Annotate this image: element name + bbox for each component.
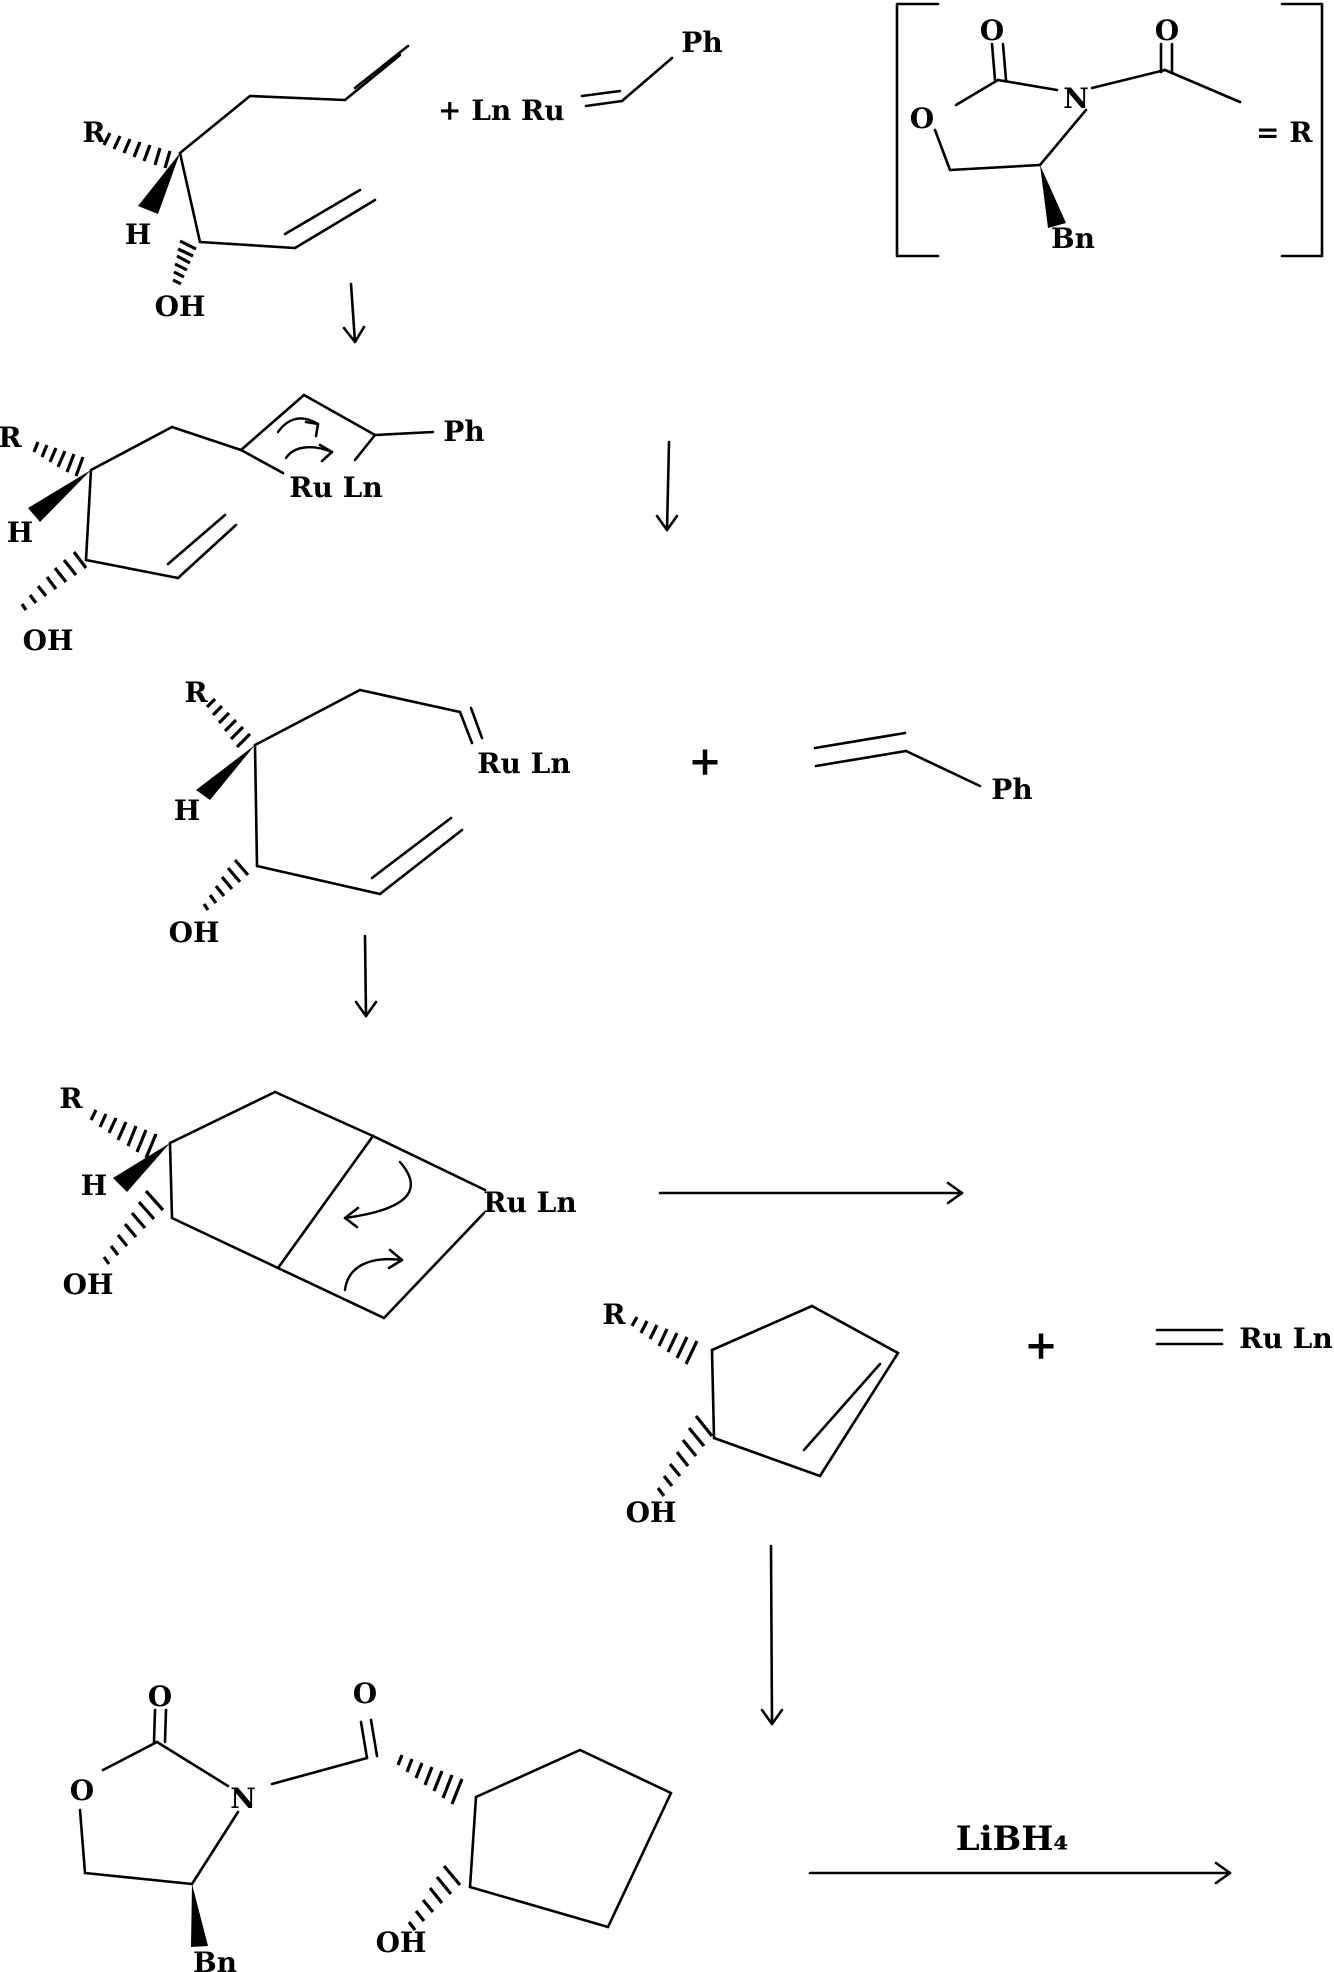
step3-oh-label: OH	[169, 916, 220, 949]
r-hash-bond	[102, 132, 172, 169]
curly-arrow-top	[276, 417, 320, 434]
curly-arrow-bottom	[343, 1257, 404, 1292]
ru-methylidene-byproduct: Ru Ln	[1155, 1322, 1333, 1355]
carbonyl-hash-bond	[396, 1754, 464, 1805]
step4-oh-label: OH	[63, 1268, 114, 1301]
ru-alkylidene-intermediate: R H OH Ru Ln	[169, 676, 571, 949]
cyclopentyl-oxazolidinone-product: O O N O Bn OH	[70, 1677, 673, 1972]
r-def-ring-o: O	[910, 102, 934, 135]
oxazolidinone-ring	[933, 42, 1242, 228]
curly-arrow-top	[343, 1160, 413, 1220]
bn-wedge-bond	[1040, 165, 1066, 228]
step3-ru-ln-label: Ru Ln	[477, 747, 570, 780]
reagent-label: LiBH₄	[956, 1819, 1069, 1859]
step6-oh-label: OH	[376, 1926, 427, 1959]
step2-ph-label: Ph	[443, 415, 484, 448]
step5-oh-label: OH	[626, 1496, 677, 1529]
step1-r-label: R	[82, 116, 106, 149]
ru-benzylidene-catalyst: + Ln Ru Ph	[438, 26, 723, 127]
step3-r-label: R	[184, 676, 208, 709]
cyclopentenol-product: R OH	[602, 1298, 900, 1529]
h-wedge-bond	[113, 1143, 170, 1192]
step2-r-label: R	[0, 421, 22, 454]
step6-carbonyl-o-acyl-label: O	[353, 1677, 377, 1710]
h-wedge-bond	[28, 470, 91, 522]
step2-ru-ln-label: Ru Ln	[289, 471, 382, 504]
step3-plus-sign: +	[688, 738, 722, 785]
step4-h-label: H	[81, 1169, 107, 1202]
step6-bn-label: Bn	[193, 1946, 237, 1972]
arrow-step2	[655, 440, 679, 532]
r-hash-bond	[205, 697, 252, 749]
catalyst-prefix-label: + Ln Ru	[438, 94, 565, 127]
h-wedge-bond	[196, 745, 255, 800]
dienol-substrate: R H OH	[82, 44, 410, 323]
arrow-step6-reduction: LiBH₄	[808, 1819, 1232, 1885]
oh-hash-bond	[407, 1864, 462, 1931]
r-hash-bond	[32, 441, 85, 477]
catalyst-ph-label: Ph	[681, 26, 722, 59]
arrow-step1	[342, 282, 366, 344]
step4-ru-ln-label: Ru Ln	[483, 1186, 576, 1219]
oh-hash-bond	[102, 1189, 165, 1265]
right-bracket	[1280, 2, 1324, 258]
h-wedge-bond	[138, 153, 180, 214]
r-hash-bond	[630, 1316, 699, 1365]
step5-plus-sign: +	[1024, 1322, 1058, 1369]
step5-ru-ln-label: Ru Ln	[1239, 1322, 1332, 1355]
oh-hash-bond	[202, 858, 250, 911]
step4-r-label: R	[59, 1082, 83, 1115]
r-def-equals-r: = R	[1256, 116, 1313, 149]
r-group-definition: O O O N Bn = R	[895, 2, 1324, 258]
r-def-carbonyl-o-ring: O	[980, 14, 1004, 47]
step6-ring-o-label: O	[70, 1774, 94, 1807]
step2-h-label: H	[7, 516, 33, 549]
metallacyclobutane-intermediate: R H OH Ph Ru Ln	[0, 393, 485, 657]
step2-oh-label: OH	[23, 624, 74, 657]
oh-hash-bond	[172, 239, 197, 286]
arrow-step3	[354, 934, 378, 1018]
r-def-bn: Bn	[1051, 222, 1095, 255]
arrow-step4	[658, 1181, 964, 1205]
styrene-byproduct: Ph	[813, 731, 1033, 806]
step1-h-label: H	[125, 218, 151, 251]
r-def-carbonyl-o-acyl: O	[1155, 14, 1179, 47]
step6-nitrogen-label: N	[230, 1782, 256, 1815]
step6-carbonyl-o-ring-label: O	[148, 1680, 172, 1713]
bicyclic-metallacycle-intermediate: R H OH Ru Ln	[59, 1082, 577, 1320]
arrow-step5	[760, 1544, 784, 1726]
bn-wedge-bond	[191, 1884, 208, 1947]
step5-r-label: R	[602, 1298, 626, 1331]
step3-h-label: H	[174, 794, 200, 827]
step1-oh-label: OH	[155, 290, 206, 323]
oh-hash-bond	[20, 551, 88, 611]
r-hash-bond	[89, 1109, 158, 1159]
r-def-nitrogen: N	[1063, 82, 1089, 115]
oh-hash-bond	[656, 1415, 714, 1497]
left-bracket	[895, 2, 940, 258]
step3-ph-label: Ph	[991, 773, 1032, 806]
